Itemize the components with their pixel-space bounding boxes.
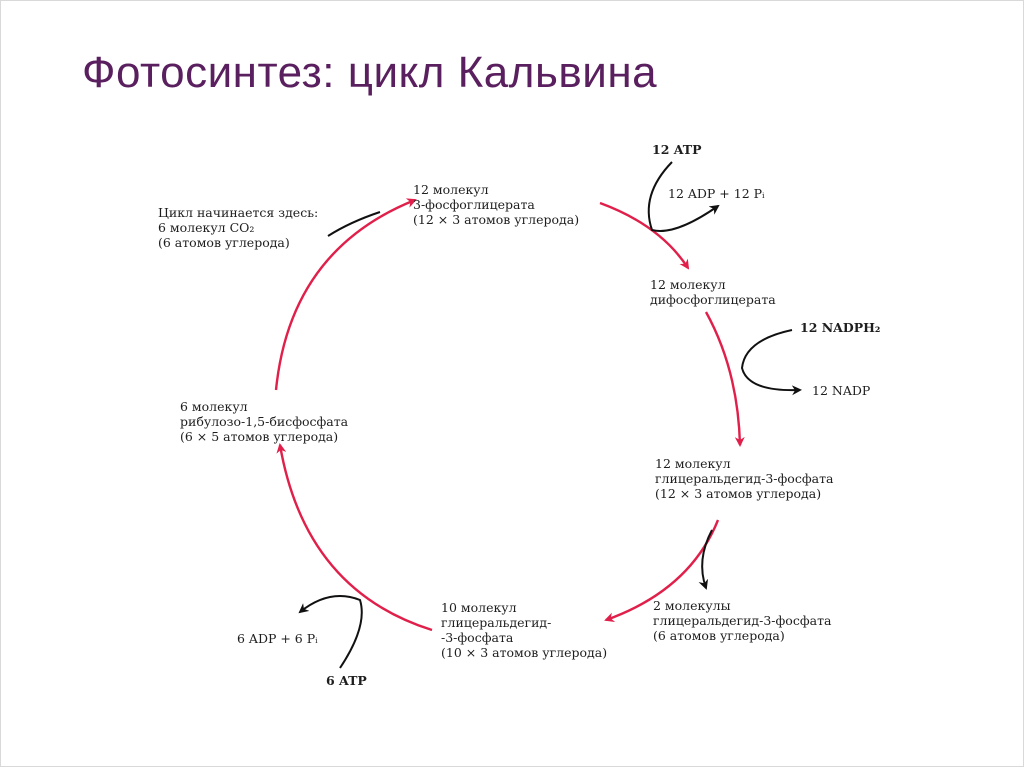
- node-glyceraldehyde-3-phosphate: 12 молекул глицеральдегид-3-фосфата (12 …: [655, 456, 833, 501]
- node-ribulose-bisphosphate: 6 молекул рибулозо-1,5-бисфосфата (6 × 5…: [180, 399, 348, 444]
- arrow-rubp-to-pga: [274, 198, 417, 391]
- node-line: глицеральдегид-: [441, 615, 552, 630]
- node-cycle-start: Цикл начинается здесь: 6 молекул CO₂ (6 …: [158, 205, 318, 250]
- arrow-g3p-out: [698, 529, 713, 590]
- arrow-co2-in: [327, 211, 381, 237]
- node-3-phosphoglycerate: 12 молекул 3-фосфоглицерата (12 × 3 атом…: [413, 182, 579, 227]
- node-line: (12 × 3 атомов углерода): [413, 212, 580, 227]
- arrow-dpg-to-g3p: [704, 311, 745, 447]
- node-line: 12 молекул: [413, 182, 489, 197]
- node-line: рибулозо-1,5-бисфосфата: [180, 414, 349, 429]
- page-title: Фотосинтез: цикл Кальвина: [82, 48, 658, 97]
- node-line: (6 атомов углерода): [653, 628, 785, 643]
- node-line: 12 молекул: [650, 277, 726, 292]
- node-line: (12 × 3 атомов углерода): [655, 486, 822, 501]
- node-line: 6 молекул CO₂: [158, 220, 255, 235]
- node-line: Цикл начинается здесь:: [158, 205, 319, 220]
- label-12-nadp: 12 NADP: [812, 383, 871, 398]
- label-12-atp: 12 ATP: [652, 142, 702, 157]
- node-line: (6 × 5 атомов углерода): [180, 429, 339, 444]
- arrow-atp12: [647, 161, 720, 232]
- label-6-atp: 6 ATP: [326, 673, 367, 688]
- node-diphosphoglycerate: 12 молекул дифосфоглицерата: [650, 277, 776, 307]
- node-g3p-10: 10 молекул глицеральдегид- -3-фосфата (1…: [441, 600, 607, 660]
- arrow-pga-to-dpg: [599, 201, 690, 270]
- arrow-nadph12: [740, 329, 802, 396]
- node-line: 2 молекулы: [653, 598, 731, 613]
- node-line: -3-фосфата: [441, 630, 514, 645]
- label-12-nadph: 12 NADPH₂: [800, 320, 881, 335]
- label-6-adp: 6 ADP + 6 Pᵢ: [237, 631, 318, 646]
- node-line: глицеральдегид-3-фосфата: [653, 613, 832, 628]
- node-g3p-output: 2 молекулы глицеральдегид-3-фосфата (6 а…: [653, 598, 831, 643]
- arrow-g3p-to-g3p10: [604, 519, 720, 623]
- node-line: 10 молекул: [441, 600, 517, 615]
- node-line: 6 молекул: [180, 399, 248, 414]
- label-12-adp: 12 ADP + 12 Pᵢ: [668, 186, 765, 201]
- node-line: (6 атомов углерода): [158, 235, 290, 250]
- node-line: дифосфоглицерата: [650, 292, 776, 307]
- node-line: (10 × 3 атомов углерода): [441, 645, 608, 660]
- node-line: 3-фосфоглицерата: [413, 197, 535, 212]
- arrow-g3p10-to-rubp: [276, 443, 433, 632]
- arrow-atp6: [298, 595, 363, 669]
- node-line: 12 молекул: [655, 456, 731, 471]
- node-line: глицеральдегид-3-фосфата: [655, 471, 834, 486]
